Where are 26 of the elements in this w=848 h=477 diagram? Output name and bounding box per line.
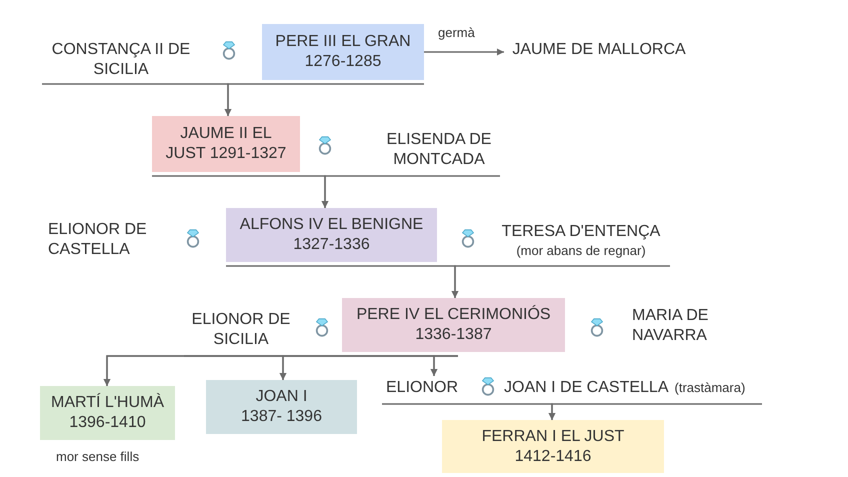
person-name: TERESA D'ENTENÇA: [500, 222, 662, 242]
person-name: ELIONOR DE CASTELLA: [44, 218, 162, 262]
monarch-box: FERRAN I EL JUST 1412-1416: [442, 420, 664, 473]
monarch-box: PERE IV EL CERIMONIÓS 1336-1387: [342, 298, 565, 352]
monarch-box: MARTÍ L'HUMÀ 1396-1410: [40, 386, 175, 440]
note-text: mor sense fills: [56, 449, 140, 465]
arrow: [548, 403, 762, 420]
person-name: CONSTANÇA II DE SICILIA: [42, 38, 200, 82]
monarch-box: ALFONS IV EL BENIGNE 1327-1336: [226, 208, 437, 262]
person-name: ELISENDA DE MONTCADA: [378, 128, 500, 172]
person-name: ELIONOR DE SICILIA: [184, 308, 298, 352]
arrow: [452, 265, 670, 298]
note-text: (mor abans de regnar): [515, 242, 647, 260]
person-name: MARIA DE NAVARRA: [628, 304, 726, 348]
arrow: [424, 48, 504, 56]
person-name: ELIONOR: [382, 376, 462, 400]
edge-label: germà: [436, 25, 477, 41]
monarch-box: JAUME II EL JUST 1291-1327: [152, 116, 300, 172]
arrow: [224, 83, 424, 116]
note-text: (trastàmara): [674, 379, 746, 397]
arrow: [322, 175, 500, 208]
monarch-box: PERE III EL GRAN 1276-1285: [262, 24, 424, 80]
monarch-box: JOAN I 1387- 1396: [206, 380, 357, 434]
person-name: JOAN I DE CASTELLA: [504, 378, 668, 398]
arrow: [430, 355, 458, 376]
person-name: JAUME DE MALLORCA: [504, 38, 694, 62]
